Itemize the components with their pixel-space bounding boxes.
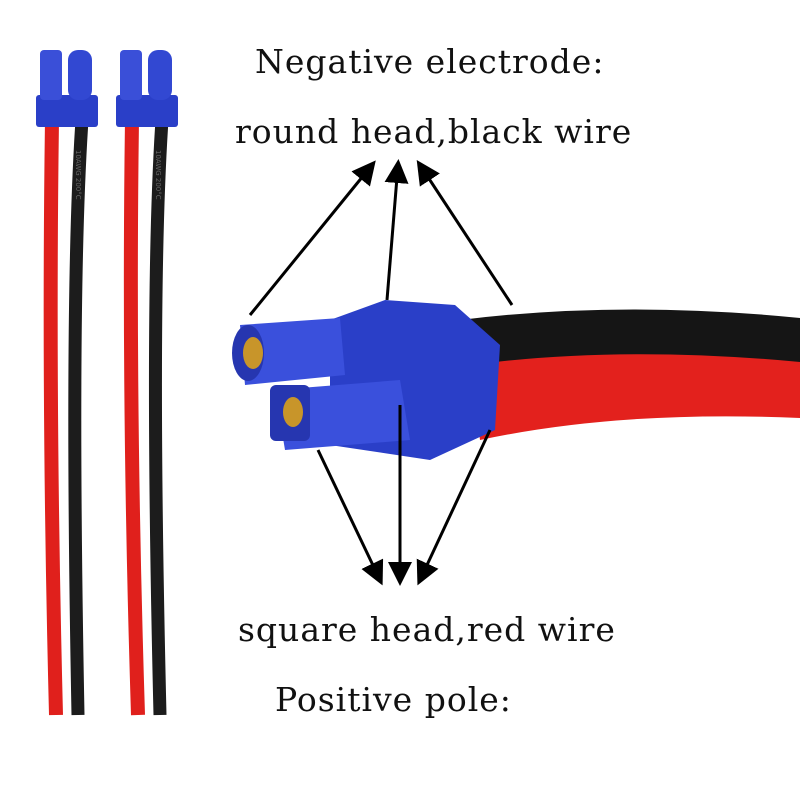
black-wire: [148, 119, 169, 716]
positive-description: square head,red wire: [238, 610, 616, 649]
positive-title: Positive pole:: [275, 680, 512, 719]
arrow-down-right: [416, 429, 492, 586]
connector-body: [116, 95, 178, 127]
red-wire-large: [470, 354, 800, 440]
wire-print: 10AWG 200°C: [74, 150, 82, 200]
connector-square-head: [120, 50, 142, 100]
wire-print: 10AWG 200°C: [154, 150, 162, 200]
annotation-arrows: [248, 159, 514, 586]
arrow-up-right: [416, 159, 514, 306]
connector-round-head: [148, 50, 172, 100]
gold-pin: [243, 337, 263, 369]
gold-pin: [283, 397, 303, 427]
large-connector: [232, 300, 800, 460]
negative-title: Negative electrode:: [255, 42, 605, 81]
cable-pair-2: 10AWG 200°C: [116, 50, 178, 716]
connector-square-head: [40, 50, 62, 100]
arrow-up-left: [248, 160, 376, 316]
red-wire: [123, 119, 145, 716]
black-wire: [68, 119, 89, 716]
connector-body: [36, 95, 98, 127]
arrow-down-left: [316, 449, 384, 586]
arrow-up-center: [384, 159, 409, 301]
red-wire: [43, 119, 63, 716]
negative-description: round head,black wire: [235, 112, 633, 151]
connector-round-head: [68, 50, 92, 100]
black-wire-large: [460, 309, 800, 370]
cable-pair-1: 10AWG 200°C: [36, 50, 98, 716]
